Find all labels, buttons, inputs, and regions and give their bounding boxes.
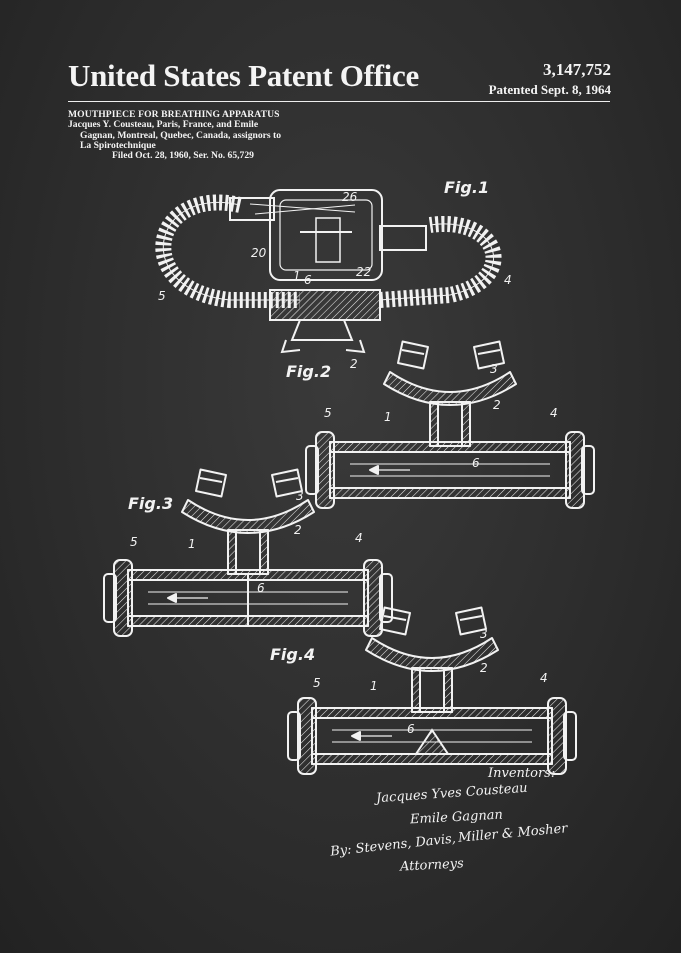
figure-3-drawing [103,468,393,637]
figure-1-drawing [155,189,502,354]
patent-number: 3,147,752 [543,60,611,79]
inventors-line-1: Jacques Y. Cousteau, Paris, France, and … [68,119,259,131]
ref-2: 2 [480,661,488,675]
fig-2-label: Fig.2 [286,362,332,381]
ref-4: 4 [355,531,363,545]
invention-title: MOUTHPIECE FOR BREATHING APPARATUS [68,109,280,120]
ref-3: 3 [490,362,498,376]
fig-1-label: Fig.1 [444,178,490,197]
filing-line: Filed Oct. 28, 1960, Ser. No. 65,729 [112,150,254,162]
ref-5: 5 [313,676,321,690]
ref-1: 1 [293,269,301,283]
patent-date: Patented Sept. 8, 1964 [488,82,611,97]
fig-3-label: Fig.3 [128,494,174,513]
ref-1: 1 [188,537,196,551]
fig-4-label: Fig.4 [270,645,316,664]
ref-3: 3 [296,489,304,503]
ref-4: 4 [540,671,548,685]
inventors-heading: Inventors: [488,766,556,781]
bibliographic-block: MOUTHPIECE FOR BREATHING APPARATUS Jacqu… [68,109,313,162]
ref-6: 6 [257,581,265,595]
ref-26: 26 [342,190,358,204]
ref-4: 4 [504,273,512,287]
ref-6: 6 [304,273,312,287]
ref-6: 6 [407,722,415,736]
ref-2: 2 [294,523,302,537]
ref-3: 3 [480,627,488,641]
assignee-line: La Spirotechnique [80,139,156,151]
ref-5: 5 [130,535,138,549]
ref-20: 20 [251,246,267,260]
ref-1: 1 [370,679,378,693]
ref-2: 2 [493,398,501,412]
ref-1: 1 [384,410,392,424]
figure-4-drawing [287,606,577,775]
ref-5: 5 [324,406,332,420]
inventors-line-2: Gagnan, Montreal, Quebec, Canada, assign… [80,129,282,141]
ref-22: 22 [356,265,371,279]
ref-6: 6 [472,456,480,470]
office-title: United States Patent Office [68,58,419,93]
ref-4: 4 [550,406,558,420]
ref-5: 5 [158,289,166,303]
header-rule [68,101,610,102]
ref-2: 2 [350,357,358,371]
reference-numerals: 26 20 22 4 5 1 6 2 5 1 3 2 4 6 5 1 3 2 4… [130,190,558,736]
